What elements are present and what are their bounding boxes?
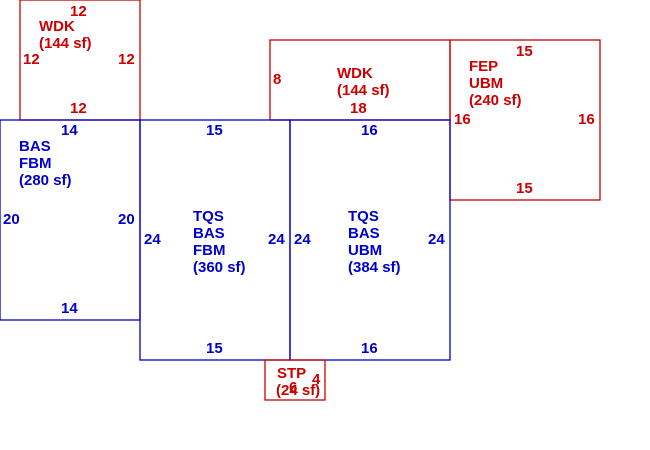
- dim-wdk-left-bottom: 12: [70, 100, 87, 117]
- dim-bas-fbm-left: 20: [3, 211, 20, 228]
- area-wdk-center-size: (144 sf): [337, 82, 390, 99]
- area-bas-fbm-label-2: FBM: [19, 155, 52, 172]
- dim-bas-fbm-top: 14: [61, 122, 78, 139]
- dim-wdk-left-right: 12: [118, 51, 135, 68]
- dim-tqs-ubm-left: 24: [294, 231, 311, 248]
- area-bas-fbm-size: (280 sf): [19, 172, 72, 189]
- dim-wdk-center-bottom: 18: [350, 100, 367, 117]
- dim-wdk-left-top: 12: [70, 3, 87, 20]
- dim-tqs-fbm-right: 24: [268, 231, 285, 248]
- area-tqs-fbm-size: (360 sf): [193, 259, 246, 276]
- area-tqs-ubm-outline: [289, 119, 451, 361]
- area-tqs-ubm-label-2: BAS: [348, 225, 380, 242]
- dim-wdk-left-left: 12: [23, 51, 40, 68]
- dim-tqs-ubm-right: 24: [428, 231, 445, 248]
- dim-fep-left: 16: [454, 111, 471, 128]
- area-stp-label: STP: [277, 365, 306, 382]
- dim-fep-right: 16: [578, 111, 595, 128]
- area-wdk-left-label: WDK: [39, 18, 75, 35]
- dim-fep-bottom: 15: [516, 180, 533, 197]
- area-fep-label: FEP: [469, 58, 498, 75]
- dim-fep-top: 15: [516, 43, 533, 60]
- area-fep-size: (240 sf): [469, 92, 522, 109]
- area-wdk-left: WDK (144 sf) 12 12 12 12: [19, 0, 141, 121]
- area-tqs-ubm-label: TQS: [348, 208, 379, 225]
- area-wdk-center: WDK (144 sf) 8 18: [269, 39, 451, 121]
- dim-bas-fbm-right: 20: [118, 211, 135, 228]
- area-stp-size: (24 sf): [276, 382, 320, 399]
- dim-tqs-ubm-bottom: 16: [361, 340, 378, 357]
- dim-stp-right: 4: [312, 371, 321, 388]
- dim-tqs-fbm-left: 24: [144, 231, 161, 248]
- dim-wdk-center-left: 8: [273, 71, 281, 88]
- area-stp: STP (24 sf) 6 4: [264, 359, 326, 401]
- area-fep-label-2: UBM: [469, 75, 503, 92]
- area-tqs-fbm-label-3: FBM: [193, 242, 226, 259]
- dim-stp-left: 6: [289, 379, 297, 396]
- area-stp-outline: [264, 359, 326, 401]
- dim-tqs-ubm-top: 16: [361, 122, 378, 139]
- area-tqs-ubm-size: (384 sf): [348, 259, 401, 276]
- dim-tqs-fbm-top: 15: [206, 122, 223, 139]
- area-bas-fbm-label: BAS: [19, 138, 51, 155]
- area-tqs-fbm: TQS BAS FBM (360 sf) 15 24 24 15: [139, 119, 291, 361]
- area-tqs-fbm-label-2: BAS: [193, 225, 225, 242]
- area-tqs-ubm: TQS BAS UBM (384 sf) 16 24 24 16: [289, 119, 451, 361]
- area-tqs-ubm-label-3: UBM: [348, 242, 382, 259]
- area-wdk-center-label: WDK: [337, 65, 373, 82]
- area-tqs-fbm-label: TQS: [193, 208, 224, 225]
- area-bas-fbm: BAS FBM (280 sf) 14 20 20 14: [0, 119, 141, 321]
- area-wdk-left-size: (144 sf): [39, 35, 92, 52]
- dim-bas-fbm-bottom: 14: [61, 300, 78, 317]
- dim-tqs-fbm-bottom: 15: [206, 340, 223, 357]
- area-fep: FEP UBM (240 sf) 15 16 16 15: [449, 39, 601, 201]
